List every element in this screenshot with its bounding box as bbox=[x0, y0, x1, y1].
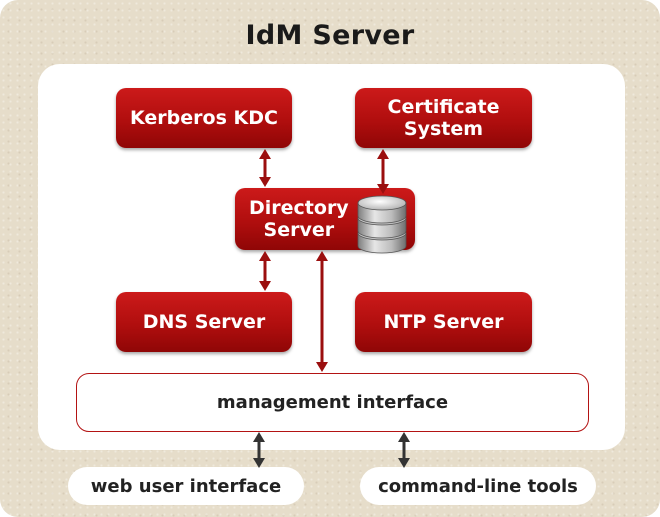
management-interface-label: management interface bbox=[216, 392, 449, 413]
ntp-server-label: NTP Server bbox=[383, 311, 504, 333]
web-user-interface-label: web user interface bbox=[90, 475, 282, 497]
kerberos-kdc-label: Kerberos KDC bbox=[130, 107, 278, 129]
directory-server-label-line1: Directory bbox=[249, 197, 349, 219]
directory-server-box: Directory Server bbox=[235, 188, 415, 250]
command-line-tools-pill: command-line tools bbox=[360, 467, 596, 505]
certificate-system-label-line1: Certificate bbox=[387, 96, 500, 118]
management-interface-box: management interface bbox=[76, 373, 589, 432]
web-user-interface-pill: web user interface bbox=[68, 467, 304, 505]
dns-server-box: DNS Server bbox=[116, 292, 292, 352]
certificate-system-box: Certificate System bbox=[355, 88, 532, 148]
ntp-server-box: NTP Server bbox=[355, 292, 532, 352]
command-line-tools-label: command-line tools bbox=[378, 475, 578, 497]
diagram-title: IdM Server bbox=[245, 20, 415, 51]
kerberos-kdc-box: Kerberos KDC bbox=[116, 88, 292, 148]
directory-server-label-line2: Server bbox=[263, 219, 335, 241]
dns-server-label: DNS Server bbox=[142, 311, 266, 333]
certificate-system-label-line2: System bbox=[403, 118, 484, 140]
